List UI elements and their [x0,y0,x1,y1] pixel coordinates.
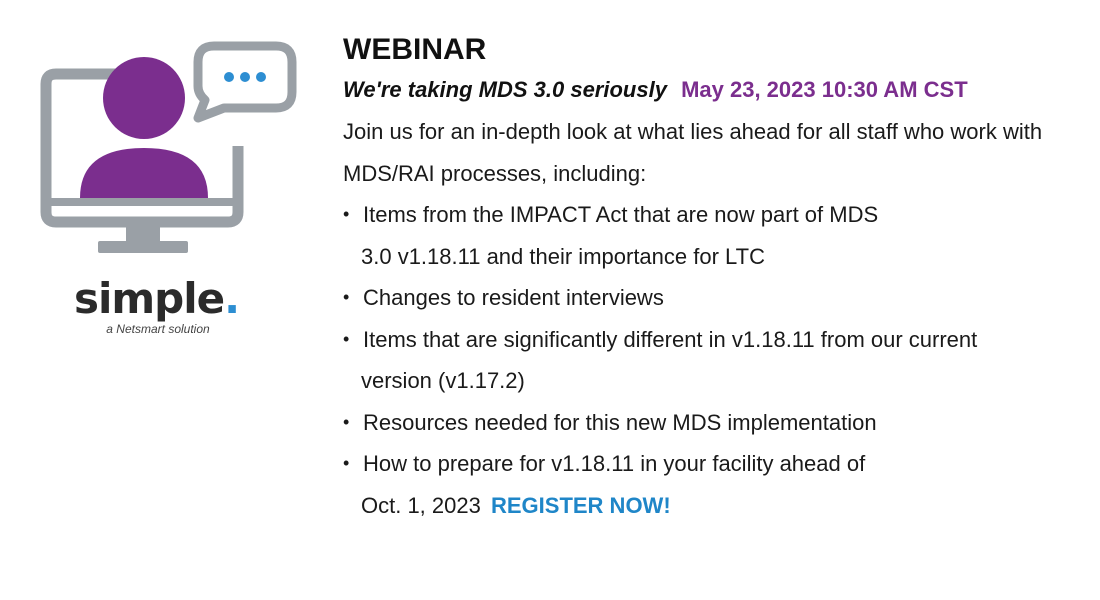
intro-text: Join us for an in-depth look at what lie… [343,119,1043,186]
event-datetime: May 23, 2023 10:30 AM CST [681,77,968,102]
monitor-icon [40,68,244,253]
topic-list: • Items from the IMPACT Act that are now… [343,194,1093,526]
brand-name: simple. [74,274,240,323]
brand-tagline: a Netsmart solution [106,322,210,336]
webinar-label: WEBINAR [343,33,487,66]
list-item: • Items that are significantly different… [343,319,1093,402]
brand-logo: simple. a Netsmart solution [74,274,240,337]
webinar-content: WEBINAR We're taking MDS 3.0 seriously M… [343,30,1093,526]
bullet-icon: • [343,204,350,224]
hero-illustration [40,41,297,253]
bullet-icon: • [343,287,350,307]
bullet-icon: • [343,453,350,473]
event-title: We're taking MDS 3.0 seriously [343,77,667,102]
bullet-icon: • [343,328,350,349]
list-item: • Items from the IMPACT Act that are now… [343,194,1093,277]
register-now-link[interactable]: REGISTER NOW! [490,492,671,518]
list-item: • Resources needed for this new MDS impl… [343,402,1093,444]
event-header: We're taking MDS 3.0 seriously May 23, 2… [343,70,1093,110]
person-icon [80,57,208,198]
bullet-icon: • [343,411,350,432]
left-panel: simple. a Netsmart solution [0,0,330,600]
list-item: • Changes to resident interviews [343,277,1093,319]
list-item: • How to prepare for v1.18.11 in your fa… [343,443,1093,526]
chat-bubble-icon [193,41,297,123]
